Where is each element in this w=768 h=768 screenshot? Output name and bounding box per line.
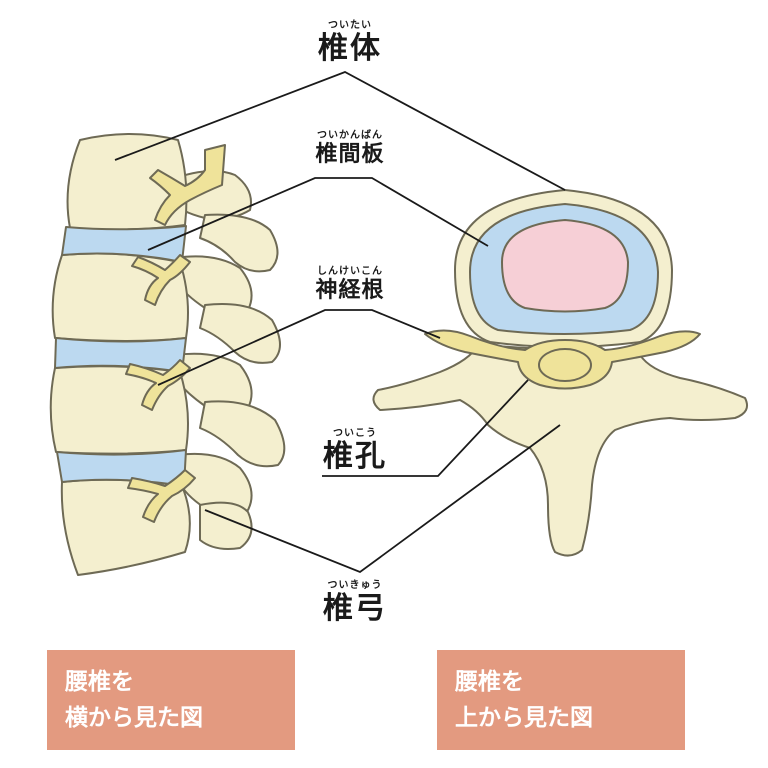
label-vertebral-body: ついたい 椎体 (300, 20, 400, 66)
caption-side-view-line2: 横から見た図 (65, 705, 203, 731)
text-vertebral-body: 椎体 (318, 31, 382, 66)
ruby-vertebral-arch: ついきゅう (327, 580, 383, 591)
side-nerve-roots (125, 144, 226, 523)
side-intervertebral-discs (54, 225, 187, 487)
caption-top-view-line2: 上から見た図 (455, 705, 593, 731)
label-intervertebral-disc: ついかんばん 椎間板 (298, 130, 402, 168)
ruby-vertebral-foramen: ついこう (333, 428, 377, 439)
posterior-processes (169, 170, 286, 550)
top-disc-nucleus (501, 219, 629, 313)
ruby-intervertebral-disc: ついかんばん (317, 130, 383, 141)
ruby-vertebral-body: ついたい (328, 20, 372, 31)
text-vertebral-foramen: 椎孔 (323, 439, 387, 474)
caption-side-view: 腰椎を 横から見た図 (47, 650, 295, 750)
caption-side-view-line1: 腰椎を (65, 669, 134, 695)
caption-top-view-line1: 腰椎を (455, 669, 524, 695)
text-vertebral-arch: 椎弓 (323, 591, 387, 626)
label-vertebral-foramen: ついこう 椎孔 (310, 428, 400, 474)
text-intervertebral-disc: 椎間板 (315, 142, 385, 167)
label-nerve-root: しんけいこん 神経根 (298, 266, 402, 304)
text-nerve-root: 神経根 (315, 278, 385, 303)
top-spinal-cord (538, 348, 592, 382)
side-view-spine (49, 133, 286, 576)
caption-top-view: 腰椎を 上から見た図 (437, 650, 685, 750)
label-vertebral-arch: ついきゅう 椎弓 (305, 580, 405, 626)
top-view-vertebra (372, 189, 748, 557)
top-vertebral-arch (372, 344, 748, 557)
leader-lines (114, 71, 566, 574)
ruby-nerve-root: しんけいこん (317, 266, 383, 277)
